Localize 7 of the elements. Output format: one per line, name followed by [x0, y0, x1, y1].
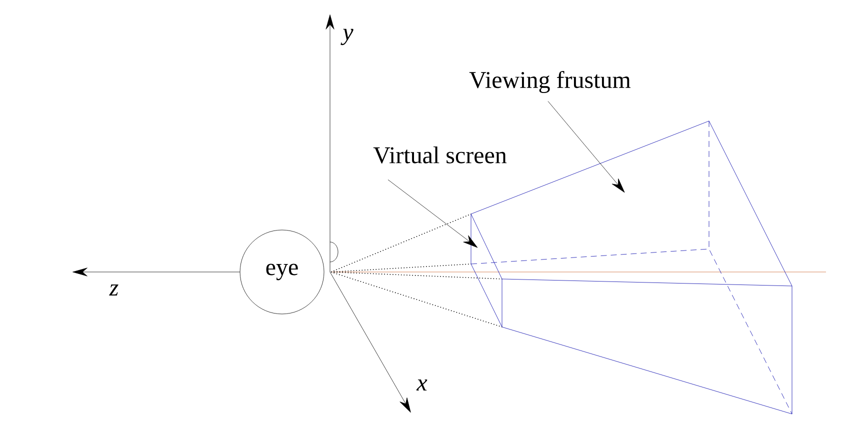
leader-arrow — [548, 101, 625, 193]
callout-text: Viewing frustum — [469, 70, 631, 94]
axis-label: y — [340, 28, 354, 46]
axis-label: z — [109, 284, 118, 296]
leader-arrow — [388, 180, 478, 248]
axis-label: x — [416, 380, 428, 390]
callout-text: Virtual screen — [373, 146, 507, 164]
